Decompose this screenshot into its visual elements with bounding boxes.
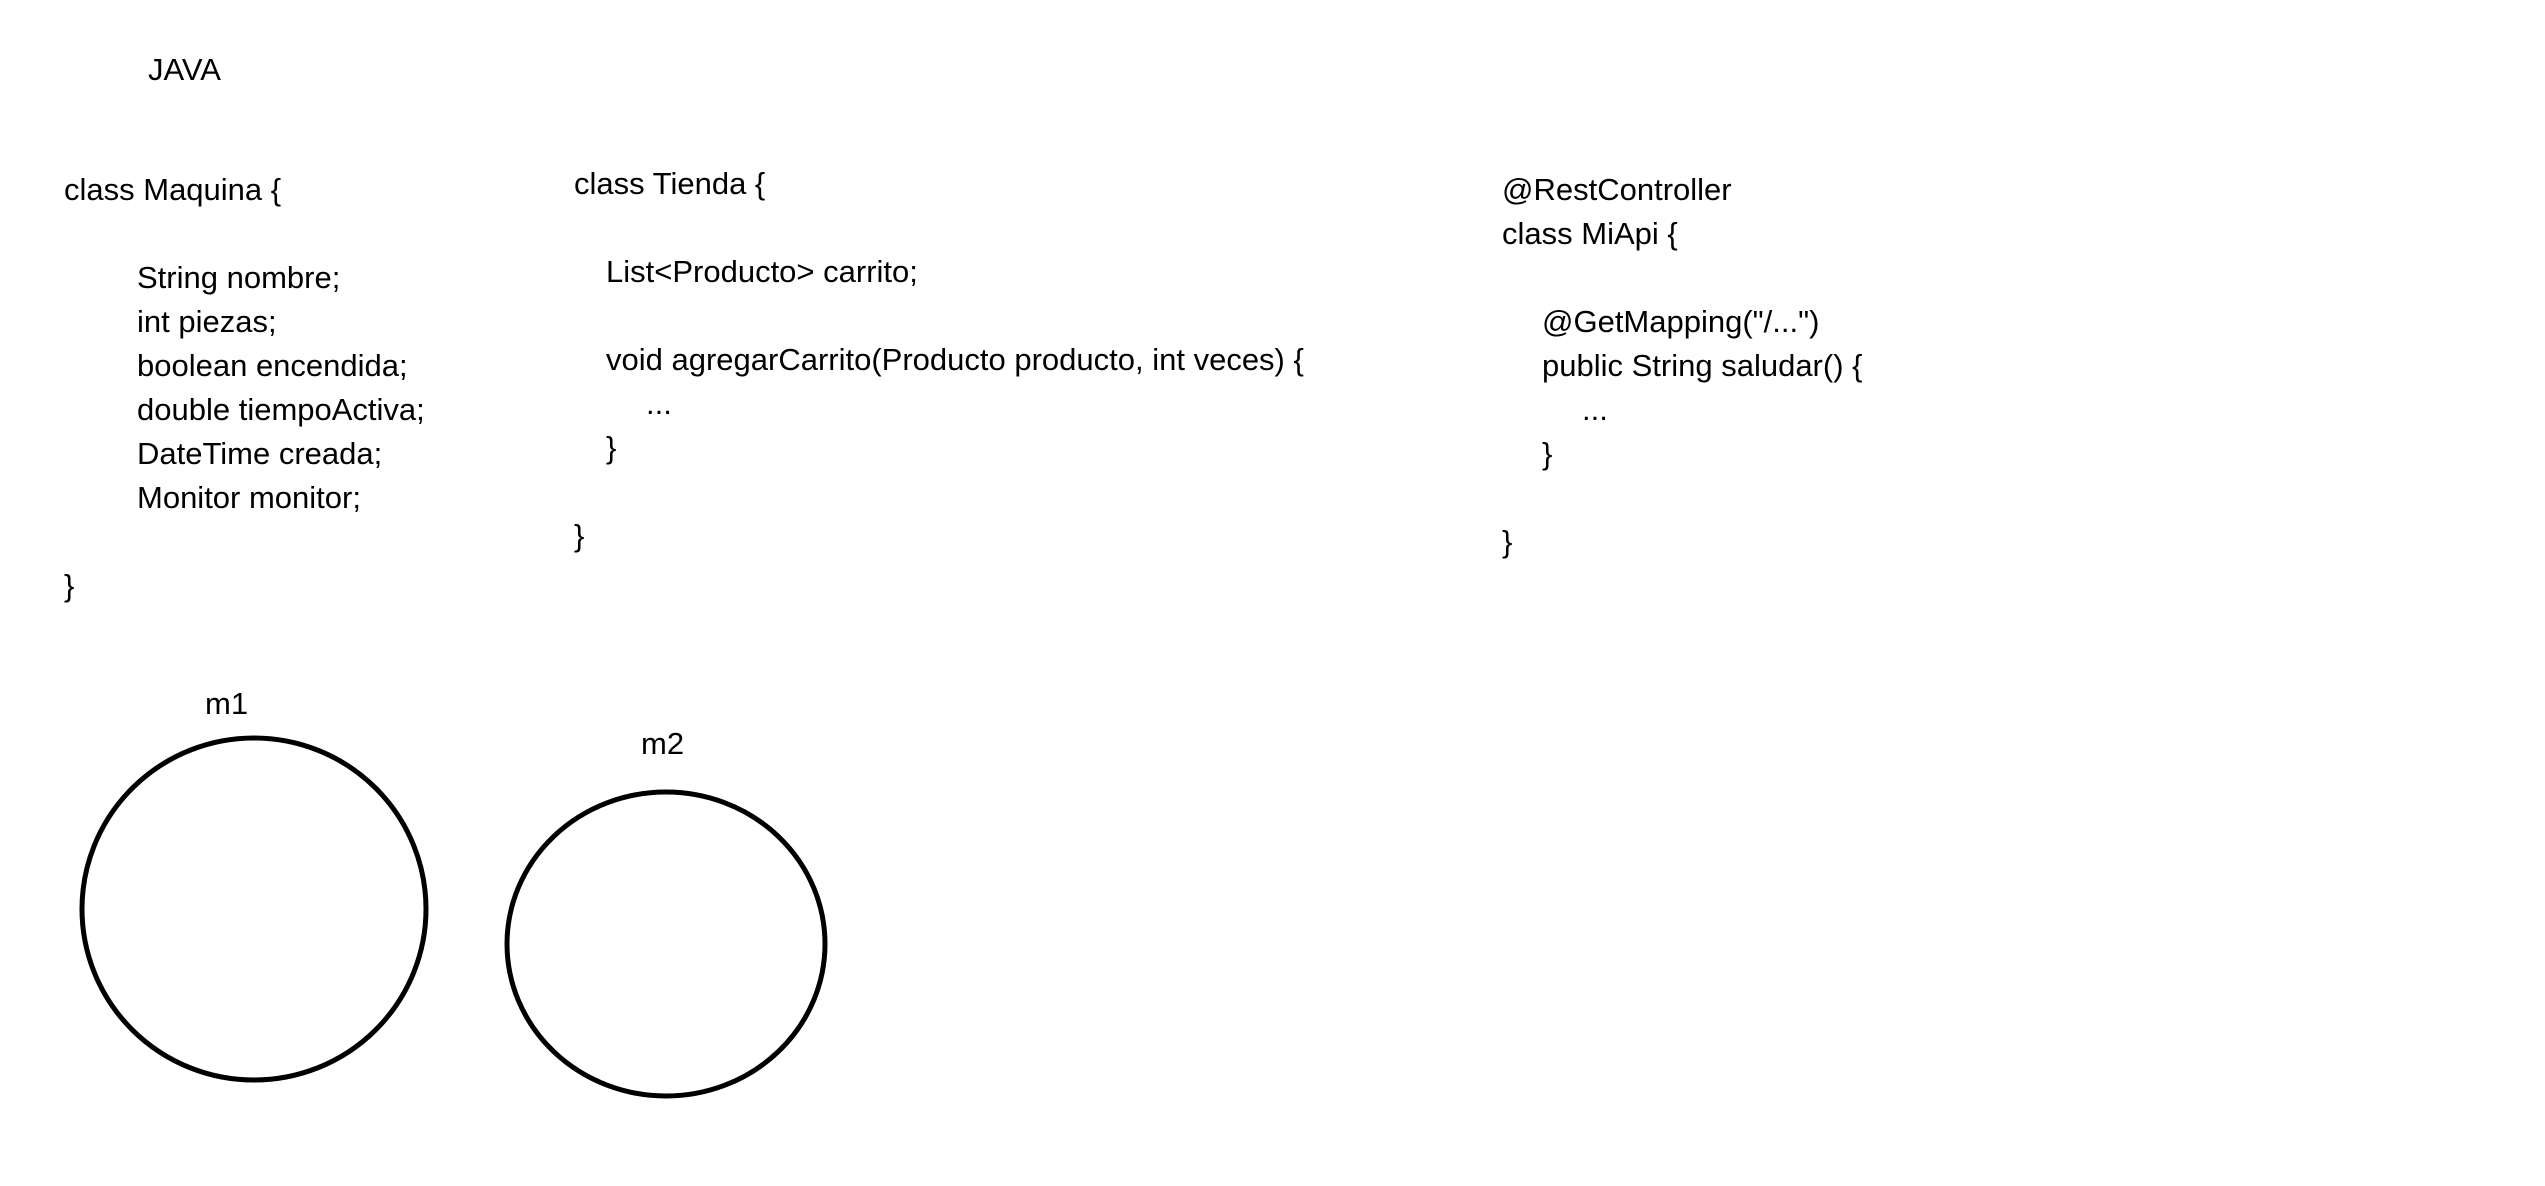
maquina-field: String nombre; (137, 260, 341, 295)
tienda-method-closing-brace: } (606, 430, 617, 465)
miapi-class-declaration: class MiApi { (1502, 216, 1678, 251)
miapi-method-signature: public String saludar() { (1542, 348, 1863, 383)
maquina-closing-brace: } (64, 568, 75, 603)
tienda-method-signature: void agregarCarrito(Producto producto, i… (606, 342, 1304, 377)
maquina-field: boolean encendida; (137, 348, 408, 383)
tienda-method-body: ... (646, 386, 672, 421)
object-label-m1: m1 (205, 686, 249, 721)
maquina-class-declaration: class Maquina { (64, 172, 282, 207)
tienda-class-declaration: class Tienda { (574, 166, 766, 201)
object-circle-m1 (79, 735, 429, 1083)
miapi-method-body: ... (1582, 392, 1608, 427)
maquina-field: double tiempoActiva; (137, 392, 425, 427)
page-title: JAVA (148, 52, 221, 87)
object-circle-m2 (504, 789, 828, 1099)
miapi-closing-brace: } (1502, 524, 1513, 559)
miapi-annotation: @RestController (1502, 172, 1732, 207)
miapi-method-annotation: @GetMapping("/...") (1542, 304, 1820, 339)
object-label-m2: m2 (641, 726, 685, 761)
maquina-field: DateTime creada; (137, 436, 383, 471)
maquina-field: int piezas; (137, 304, 277, 339)
miapi-method-closing-brace: } (1542, 436, 1553, 471)
tienda-closing-brace: } (574, 518, 585, 553)
tienda-field: List<Producto> carrito; (606, 254, 918, 289)
maquina-field: Monitor monitor; (137, 480, 361, 515)
